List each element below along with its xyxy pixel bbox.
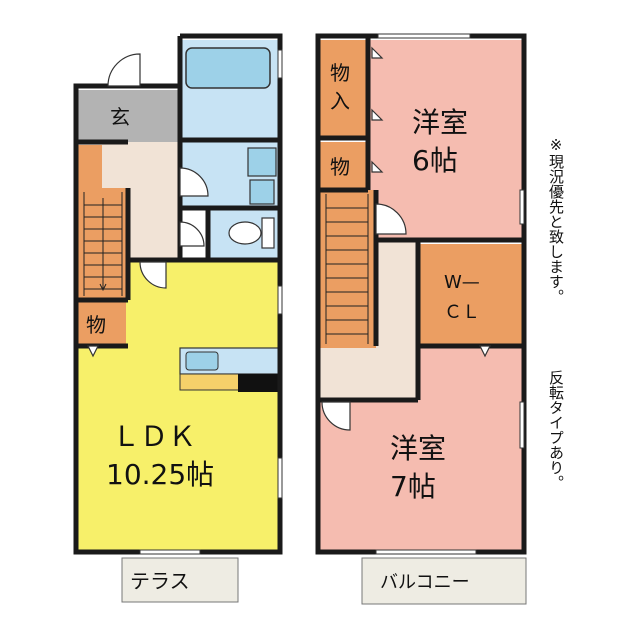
note-reversed: 反転タイプあり。 [547, 370, 565, 490]
stairs-ground [83, 192, 123, 296]
western-6-floor [370, 40, 522, 240]
terrace [121, 557, 239, 603]
western-7-name-label: 洋室 [390, 432, 446, 465]
wcl-floor [420, 244, 522, 344]
genkan-floor [78, 90, 180, 142]
doors-ground [87, 53, 209, 358]
toilet-bowl [228, 221, 262, 245]
small-storage-top [78, 145, 102, 188]
walls-ground [73, 33, 283, 555]
storage-upper-1 [320, 40, 366, 136]
ldk-size-label: 10.25帖 [106, 458, 214, 491]
western-6-size-label: 6帖 [412, 144, 458, 177]
washing-machine [249, 179, 275, 205]
note-current-priority: ※現況優先と致します。 [547, 136, 565, 304]
washbasin [247, 147, 277, 177]
balcony [361, 557, 527, 605]
windows-upper [375, 33, 525, 555]
terrace-label: テラス [130, 569, 190, 593]
balcony-label: バルコニー [380, 572, 470, 593]
windows-ground [139, 49, 283, 555]
doors-upper [321, 46, 491, 431]
storage-upper-2 [320, 142, 366, 188]
toilet-tank [261, 217, 275, 249]
bathtub [185, 47, 271, 89]
storage-upper-1-label: 物 [330, 61, 350, 85]
western-6-name-label: 洋室 [412, 106, 468, 139]
ldk-name-label: ＬＤＫ [112, 420, 196, 453]
wcl-label-1: W— [444, 272, 480, 293]
storage-upper-2-label: 物 [330, 155, 350, 179]
wcl-label-2: ＣＬ [444, 302, 480, 323]
western-7-size-label: 7帖 [390, 470, 436, 503]
storage-floor [78, 300, 126, 346]
stair-upper [320, 190, 376, 348]
stairs-upper [325, 194, 369, 344]
genkan-label: 玄 [110, 105, 130, 129]
fridge-space [238, 374, 280, 392]
storage-upper-1b-label: 入 [330, 89, 350, 113]
storage-label: 物 [86, 313, 106, 337]
kitchen-sink [185, 351, 219, 371]
